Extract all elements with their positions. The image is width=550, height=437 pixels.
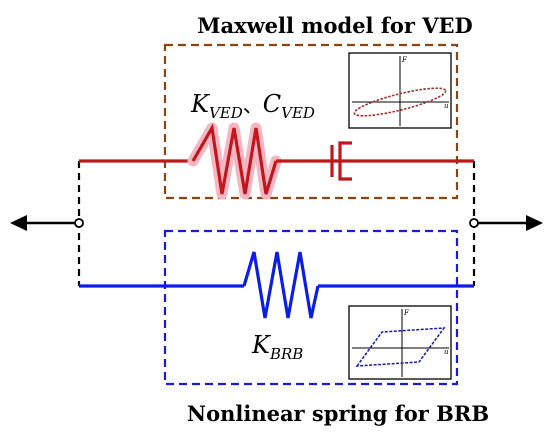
ved-branch	[79, 122, 474, 200]
ved-inset-x-label: u	[444, 102, 449, 110]
arrow-right-icon	[478, 215, 543, 231]
ved-inset-y-label: F	[401, 56, 408, 64]
brb-hysteresis-inset: u F	[348, 305, 452, 380]
ved-hysteresis-inset: u F	[348, 52, 452, 129]
brb-symbol-label: KBRB	[251, 331, 303, 363]
bottom-title: Nonlinear spring for BRB	[187, 401, 489, 426]
arrow-left-icon	[10, 215, 75, 231]
right-node	[469, 218, 479, 228]
brb-branch	[79, 251, 474, 319]
left-node	[74, 218, 84, 228]
brb-inset-x-label: u	[444, 348, 449, 356]
brb-spring-icon	[242, 251, 320, 319]
ved-dashed-box	[163, 43, 459, 200]
ved-symbol-label: KVED、CVED	[190, 90, 315, 122]
brb-dashed-box	[163, 229, 459, 386]
top-title: Maxwell model for VED	[197, 13, 473, 38]
spring-icon	[187, 122, 282, 200]
brb-inset-y-label: F	[403, 309, 410, 317]
